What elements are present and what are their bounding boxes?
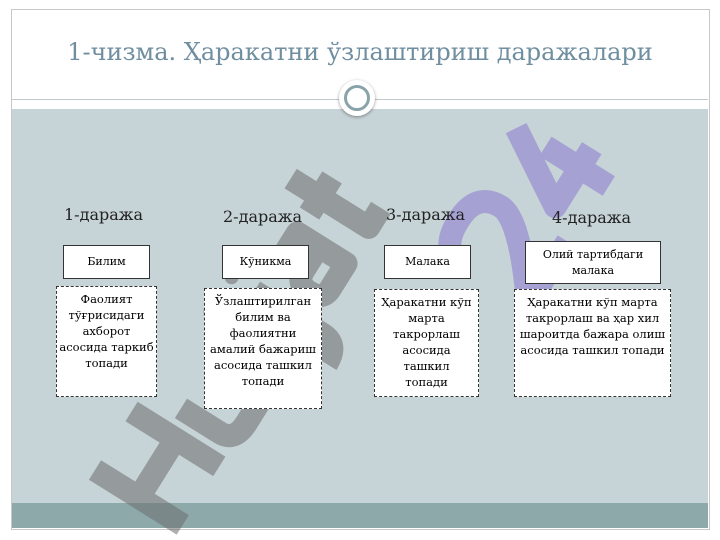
level-4-label: 4-даража <box>552 208 632 227</box>
term-box-proficiency: Малака <box>384 245 471 279</box>
description-box-3: Ҳаракатни кўп марта такрорлаш асосида та… <box>374 289 479 397</box>
level-3-label: 3-даража <box>386 205 466 224</box>
slide-title: 1-чизма. Ҳаракатни ўзлаштириш даражалари <box>67 38 653 66</box>
term-box-higher-proficiency: Олий тартибдаги малака <box>525 241 661 284</box>
level-2-label: 2-даража <box>223 207 303 226</box>
description-box-2: Ўзлаштирилган билим ва фаолиятни амалий … <box>204 288 322 409</box>
description-box-4: Ҳаракатни кўп марта такрорлаш ва ҳар хил… <box>514 289 671 397</box>
level-1-label: 1-даража <box>64 205 144 224</box>
term-box-knowledge: Билим <box>63 245 150 279</box>
footer-band <box>12 503 708 528</box>
description-box-1: Фаолият тўғрисидаги ахборот асосида тарк… <box>56 286 157 397</box>
term-box-skill: Кўникма <box>222 245 309 279</box>
circle-ornament-icon <box>339 80 375 116</box>
